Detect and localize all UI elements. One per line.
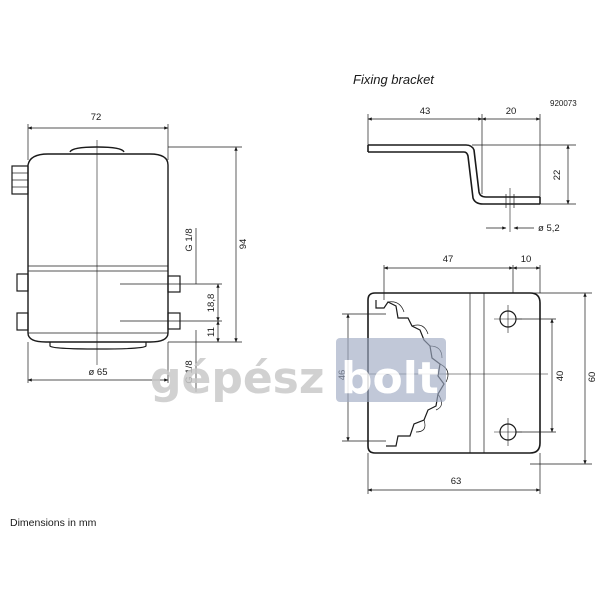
reference-number: 920073 [550, 99, 577, 108]
watermark-logo: gépész bolt [150, 338, 446, 404]
dim-port-offset: 11 [206, 327, 217, 337]
bracket-side-view: 43 20 22 ø 5,2 [367, 106, 576, 234]
dim-front-width-63: 63 [451, 476, 462, 487]
dim-front-width-47: 47 [443, 254, 454, 265]
dim-hole-spacing-40: 40 [555, 371, 566, 382]
dimensions-caption: Dimensions in mm [10, 517, 97, 529]
dim-front-width-10: 10 [521, 254, 532, 265]
actuator-side-view: 72 94 G 1/8 18,8 11 G 1/8 ø 65 [11, 112, 249, 392]
dim-port-spacing: 18,8 [206, 294, 217, 313]
dim-hole-diameter: ø 5,2 [538, 223, 560, 234]
dim-bracket-offset-20: 20 [506, 106, 517, 117]
dim-height-94: 94 [238, 239, 249, 250]
dim-front-height-60: 60 [587, 372, 598, 383]
bracket-title: Fixing bracket [353, 72, 435, 87]
dim-width-72: 72 [91, 112, 102, 123]
dim-bracket-height-22: 22 [552, 170, 563, 181]
watermark-left-text: gépész [150, 353, 324, 404]
watermark-right-text: bolt [341, 353, 439, 404]
thread-top-label: G 1/8 [184, 228, 195, 251]
thread-bottom-label: G 1/8 [184, 360, 195, 383]
dim-bracket-length-43: 43 [420, 106, 431, 117]
dim-diameter-65: ø 65 [88, 367, 107, 378]
